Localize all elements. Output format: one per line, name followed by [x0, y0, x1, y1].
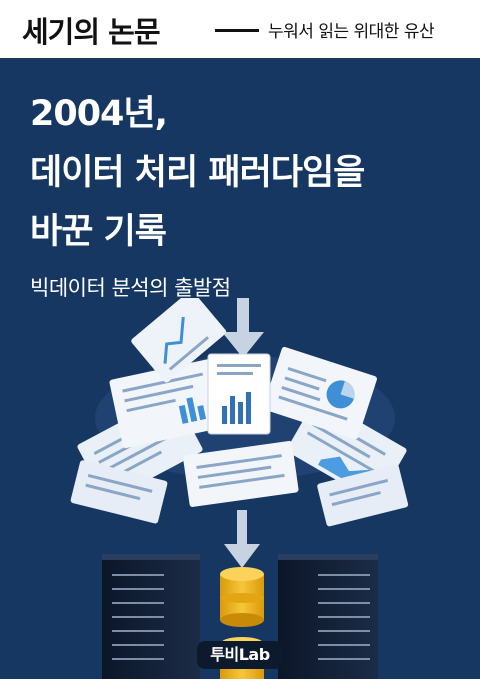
arrow-down-flow-icon — [224, 510, 260, 568]
header-bar: 세기의 논문 누워서 읽는 위대한 유산 — [0, 0, 480, 58]
series-title: 세기의 논문 — [22, 15, 160, 49]
line-chart-icon — [163, 316, 185, 364]
series-tagline: 누워서 읽는 위대한 유산 — [268, 22, 435, 42]
server-rack-icon — [102, 554, 378, 679]
book-subtitle: 빅데이터 분석의 출발점 — [30, 276, 231, 300]
publisher-logo: 투비Lab — [197, 641, 283, 669]
cover-panel: 2004년, 데이터 처리 패러다임을 바꾼 기록 빅데이터 분석의 출발점 — [0, 58, 480, 679]
header-dash-divider — [215, 29, 259, 32]
book-title-line-2: 데이터 처리 패러다임을 — [30, 153, 365, 193]
book-title-line-1: 2004년, — [30, 94, 168, 134]
arrow-down-icon — [222, 298, 264, 358]
document-stack-icon — [70, 298, 409, 527]
book-title-line-3: 바꾼 기록 — [30, 212, 167, 252]
bar-chart-icon — [178, 397, 207, 424]
cover-illustration — [70, 298, 409, 679]
book-title: 2004년, 데이터 처리 패러다임을 바꾼 기록 — [30, 85, 470, 262]
pie-chart-icon — [326, 380, 355, 409]
